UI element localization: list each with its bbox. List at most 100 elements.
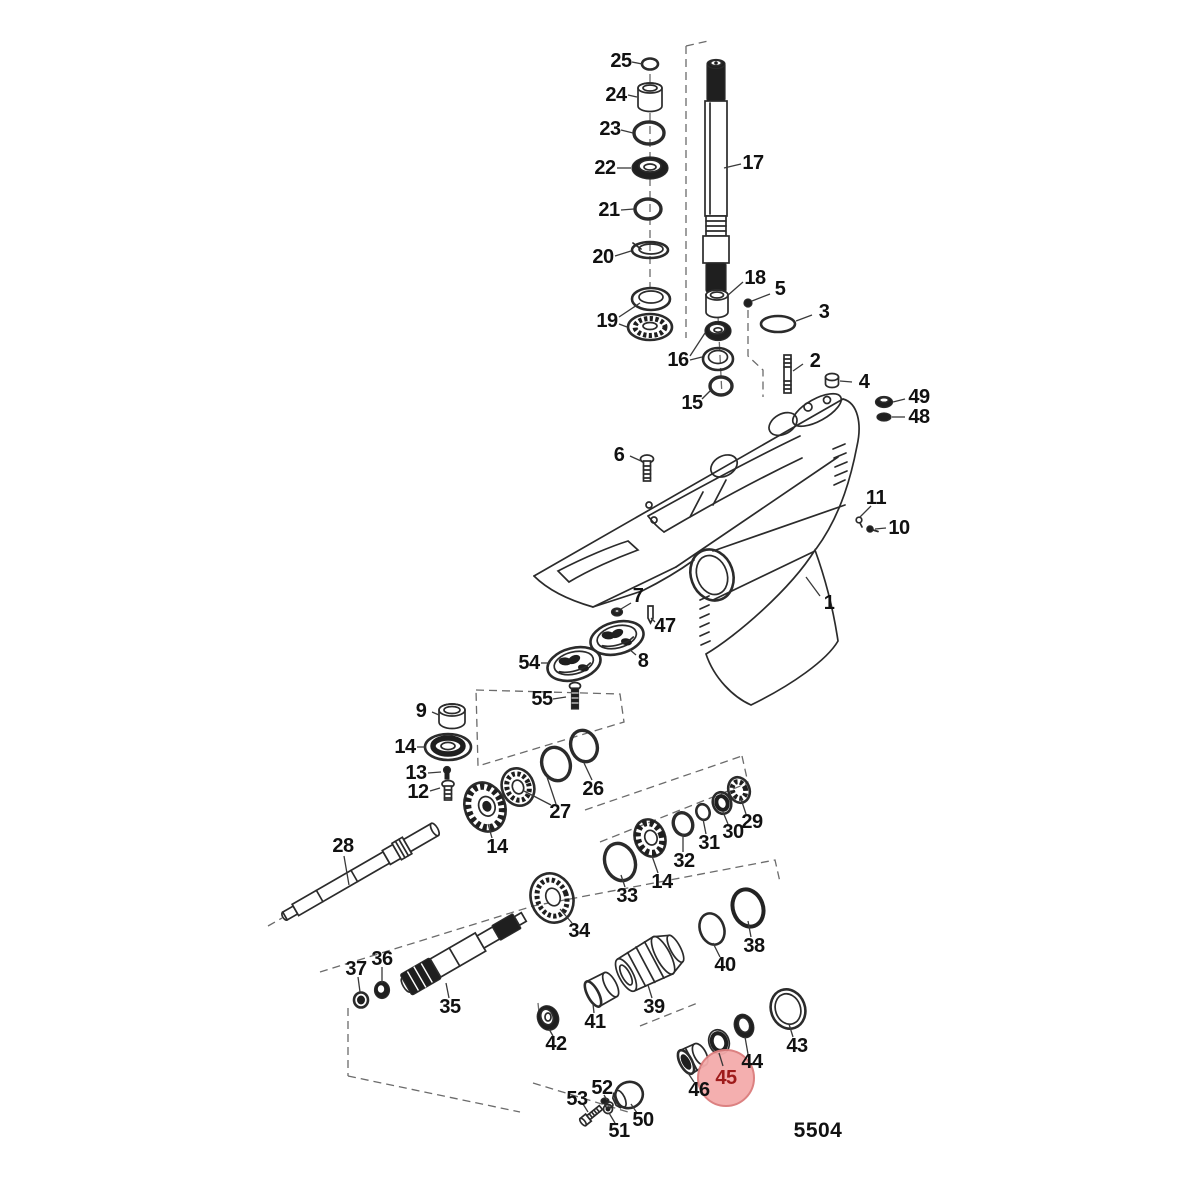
washer-48 [876,412,892,422]
part-label-46: 46 [688,1079,710,1101]
leader-line-12 [429,787,441,792]
plug-4 [824,372,840,389]
ring-36 [373,980,391,1000]
lower-shaft-group [352,911,528,1009]
ring-43 [769,988,807,1030]
leader-line-39 [647,984,653,999]
part-label-24: 24 [605,84,627,106]
o-ring-38 [730,887,766,929]
leader-line-5 [751,293,771,302]
bevel-gear-14-reverse [633,818,667,858]
part-label-32: 32 [673,850,695,872]
part-label-54: 54 [518,652,540,674]
part-label-4: 4 [858,371,870,393]
part-label-1: 1 [823,592,835,614]
leader-line-29 [740,798,747,815]
part-label-53: 53 [566,1088,588,1110]
leader-line-14 [487,823,493,839]
part-label-16: 16 [667,349,689,371]
bushing-9 [438,703,466,730]
leader-line-43 [788,1023,794,1038]
leader-line-26 [583,762,593,781]
grommet-7 [610,607,624,617]
part-label-19: 19 [596,310,618,332]
part-label-36: 36 [371,948,393,970]
top-right-hardware [639,298,894,533]
part-label-18: 18 [744,267,766,289]
screw-11 [855,516,863,528]
washer-51 [602,1103,614,1115]
bolt-6 [639,454,655,482]
part-label-38: 38 [743,935,765,957]
leader-line-47 [650,617,656,623]
leader-line-16 [689,332,706,357]
bearing-30 [711,790,733,816]
part-label-50: 50 [632,1109,654,1131]
o-ring-32 [671,811,695,837]
leader-line-6 [629,455,642,462]
bearing-14 [423,732,473,762]
part-label-29: 29 [741,811,763,833]
leader-line-44 [744,1036,749,1055]
leader-line-20 [614,250,632,257]
leader-line-11 [859,505,872,518]
leader-line-23 [620,129,634,134]
leader-line-51 [608,1112,616,1124]
highlight-circle-part-45 [697,1049,755,1107]
part-label-49: 49 [908,386,930,408]
part-label-21: 21 [598,199,620,221]
o-ring-23 [632,120,666,146]
leader-line-24 [627,94,638,98]
leader-line-19 [618,323,628,328]
leader-line-1 [805,576,821,597]
o-ring-21 [633,197,663,221]
dashed-construction-lines [267,40,781,1113]
leader-line-10 [874,527,887,530]
o-ring-33 [602,841,638,883]
bevel-gear-14-forward [463,781,507,833]
washer-37 [352,991,370,1009]
leader-line-53 [582,1103,589,1113]
bearing-27 [500,767,536,807]
pin-47 [647,605,654,625]
bearing-set-19 [626,286,674,342]
part-label-27: 27 [549,801,571,823]
part-label-51: 51 [608,1120,630,1142]
part-label-3: 3 [818,301,830,323]
driveshaft [702,58,730,293]
part-label-39: 39 [643,996,665,1018]
part-label-48: 48 [908,406,930,428]
leader-line-3 [795,314,813,322]
screw-5 [743,298,753,308]
leader-line-9 [431,711,440,716]
part-label-23: 23 [599,118,621,140]
o-ring-25 [640,57,660,71]
o-ring-15 [708,375,734,397]
leader-line-7 [620,602,632,610]
part-label-14: 14 [394,736,416,758]
seal-22 [631,156,669,180]
leader-line-21 [620,208,635,211]
carrier-39 [614,934,685,993]
leader-line-45 [718,1052,724,1067]
leader-line-25 [631,61,643,65]
part-label-9: 9 [415,700,427,722]
o-ring-26b [568,728,600,764]
leader-line-41 [592,1003,595,1014]
leader-line-8 [628,648,637,656]
o-ring-40 [698,912,726,946]
part-label-22: 22 [594,157,616,179]
part-label-7: 7 [632,585,644,607]
leader-line-52 [603,1094,608,1101]
part-label-31: 31 [698,832,720,854]
upper-stack-parts [626,57,735,397]
sleeve-18 [705,289,729,319]
leader-line-40 [712,942,721,958]
leader-lines [343,61,906,1124]
part-label-33: 33 [616,885,638,907]
part-label-11: 11 [865,487,887,509]
part-label-15: 15 [681,392,703,414]
leader-line-55 [552,696,567,700]
forward-gear-stack [423,703,600,833]
